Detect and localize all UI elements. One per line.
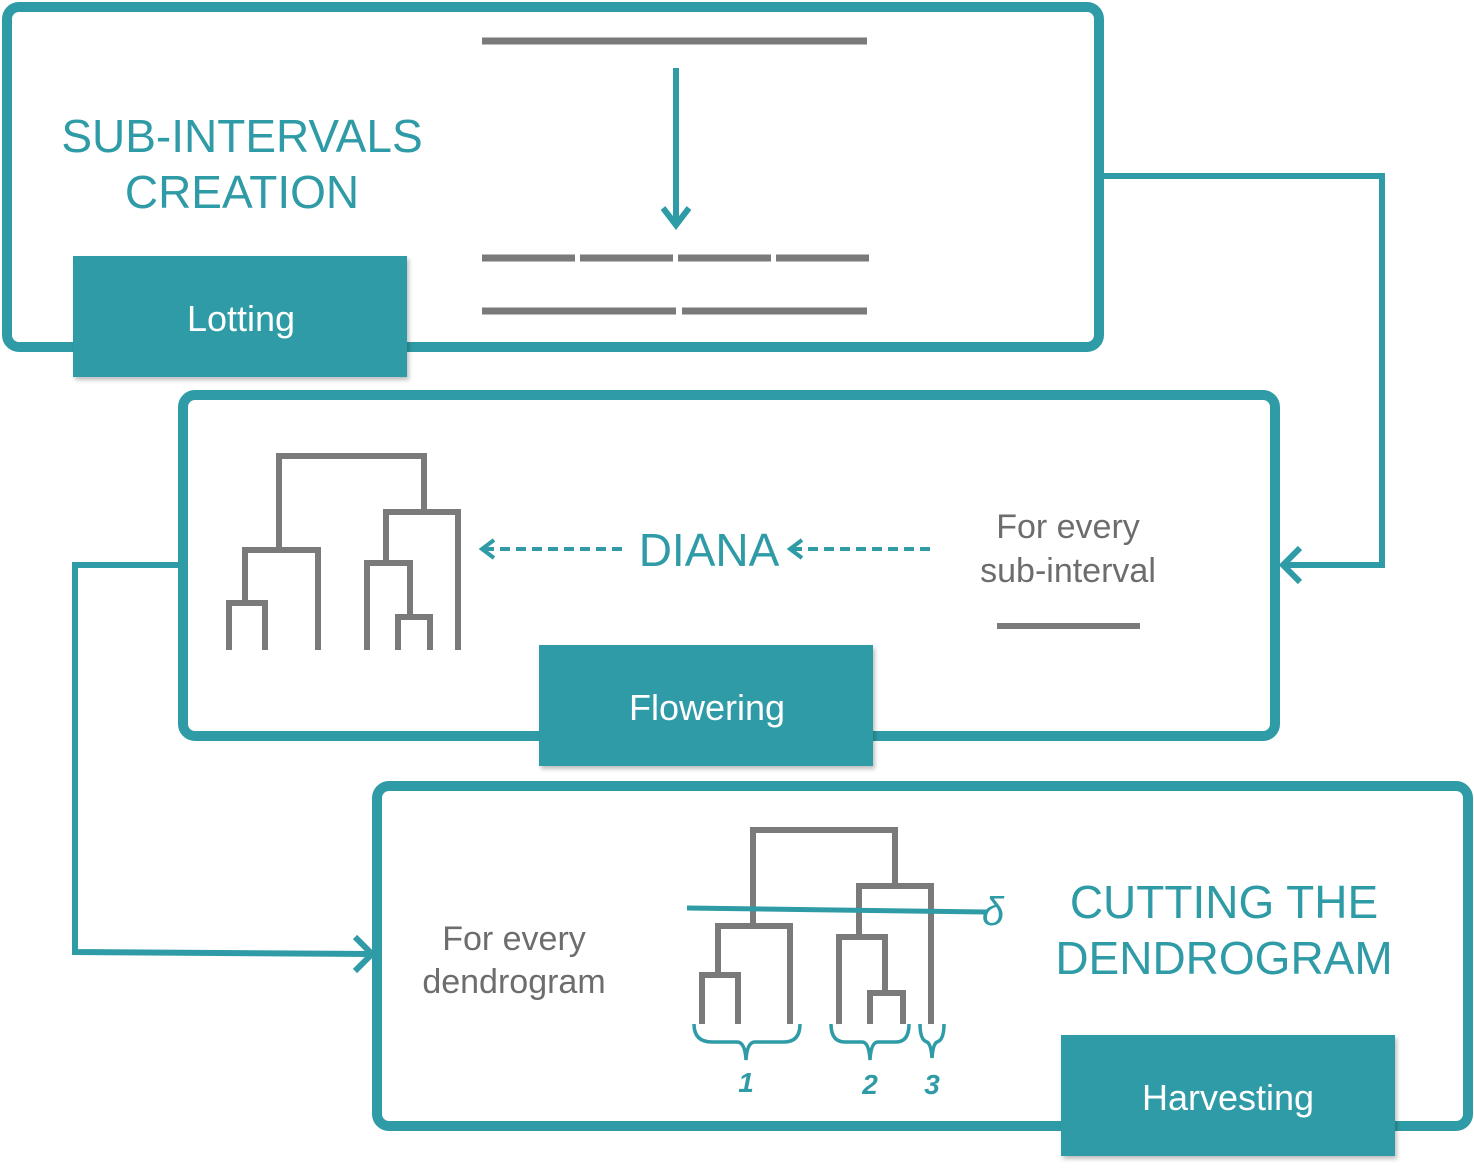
- stage-harvesting-title-line2: DENDROGRAM: [1055, 932, 1392, 984]
- dendrogram-icon: [226, 453, 461, 650]
- tab-lotting: Lotting: [73, 256, 407, 377]
- tab-harvesting-label: Harvesting: [1142, 1077, 1314, 1118]
- stage-flowering-panel: DIANA For every sub-interval Flowering: [178, 390, 1280, 766]
- split-down-arrow-icon: [660, 68, 692, 230]
- stage-lotting-panel: SUB-INTERVALS CREATION Lotting: [2, 2, 1104, 377]
- cluster-bracket-2: [829, 1023, 911, 1061]
- tab-lotting-label: Lotting: [187, 298, 295, 339]
- stage-lotting-title-line2: CREATION: [125, 166, 359, 218]
- connector-stage1-to-stage2: [1099, 173, 1385, 585]
- cluster-bracket-1: [692, 1023, 802, 1061]
- dashed-arrow-to-diana: [786, 538, 934, 560]
- cluster-label-3: 3: [924, 1069, 940, 1100]
- tab-harvesting: Harvesting: [1061, 1035, 1395, 1156]
- cluster-brackets: [692, 1023, 946, 1061]
- stage-harvesting-title-line1: CUTTING THE: [1070, 876, 1378, 928]
- stage-lotting-title-line1: SUB-INTERVALS: [61, 110, 422, 162]
- for-every-subinterval-line1: For every: [996, 508, 1140, 546]
- cut-threshold-line: [686, 905, 987, 915]
- interval-split-graphic: [482, 37, 869, 315]
- cluster-label-1: 1: [738, 1067, 754, 1098]
- stage-harvesting-panel: For every dendrogram δ 1 2 3 CUTTING THE…: [372, 781, 1473, 1156]
- tab-flowering: Flowering: [539, 645, 873, 766]
- delta-symbol: δ: [982, 890, 1005, 934]
- for-every-dendrogram-line1: For every: [442, 920, 586, 958]
- tab-flowering-label: Flowering: [629, 687, 785, 728]
- diana-label: DIANA: [639, 524, 780, 576]
- dashed-arrow-to-dendrogram: [478, 538, 628, 560]
- for-every-dendrogram-line2: dendrogram: [422, 963, 605, 1001]
- for-every-subinterval-line2: sub-interval: [980, 552, 1156, 590]
- cluster-label-2: 2: [861, 1069, 878, 1100]
- cluster-bracket-3: [918, 1023, 946, 1059]
